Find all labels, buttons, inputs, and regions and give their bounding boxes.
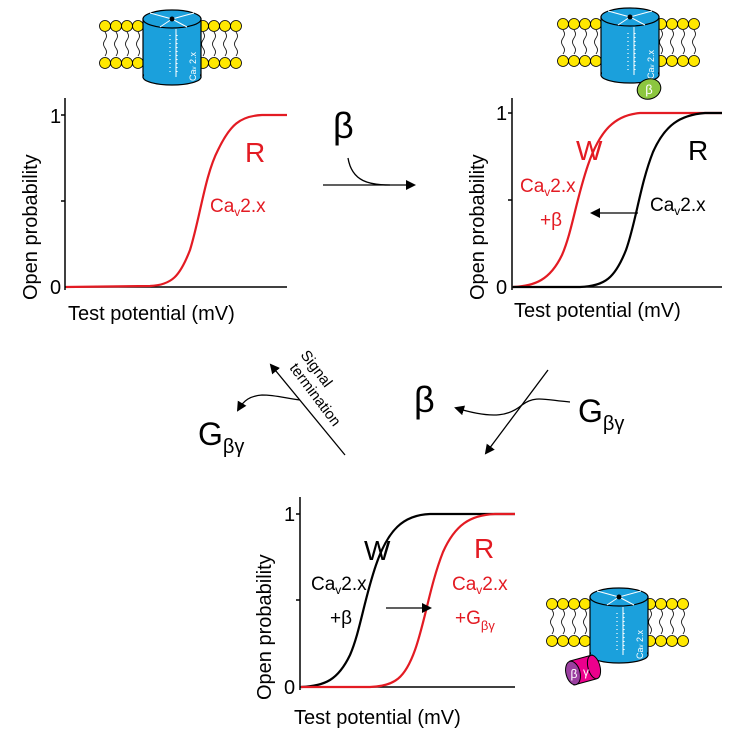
- x-axis-label: Test potential (mV): [68, 303, 235, 325]
- curve-w: [300, 512, 515, 689]
- state-label-w: W: [576, 135, 603, 166]
- state-label-r: R: [474, 533, 494, 564]
- curve-label-w-line1: Cav2.x: [311, 574, 367, 597]
- g-beta-gamma-right: Gβγ: [578, 393, 624, 435]
- y-tick-label-bottom: 0: [496, 277, 507, 299]
- panel-bottom: 1 0 Open probability Test potential (mV)…: [254, 497, 515, 729]
- curve-r: [301, 512, 515, 689]
- curve-r: [513, 111, 722, 289]
- panel-top-left: 1 0 Open probability Test potential (mV)…: [20, 98, 287, 325]
- curve-label-w-line2: +β: [330, 608, 352, 629]
- curve-label: Cav2.x: [210, 196, 266, 219]
- svg-text:γ: γ: [583, 665, 589, 679]
- g-beta-gamma-left: Gβγ: [198, 416, 244, 458]
- g-release-arrow-icon: [236, 394, 301, 412]
- channel-icon-bottom-right: Cav 2.x β γ: [546, 587, 689, 686]
- channel-label: Cav 2.x: [635, 629, 645, 659]
- channel-cylinder: Cav 2.x: [142, 9, 202, 86]
- state-label-r: R: [245, 137, 265, 168]
- curve-label-r-line2: +Gβγ: [455, 608, 495, 633]
- y-tick-label-top: 1: [50, 106, 61, 128]
- channel-cylinder: Cav 2.x: [589, 587, 649, 664]
- curve-label-r-line1: Cav2.x: [452, 574, 508, 597]
- signal-termination-arrow-icon: [269, 363, 346, 456]
- channel-icon-top-left: Cav 2.x: [99, 9, 242, 86]
- beta-gamma-subunit-icon: β γ: [565, 654, 602, 686]
- svg-text:β: β: [571, 667, 578, 681]
- y-axis-label: Open probability: [254, 554, 276, 700]
- beta-subunit-icon: β: [636, 78, 662, 100]
- channel-cylinder: Cav 2.x: [600, 7, 660, 84]
- y-axis-label: Open probability: [467, 154, 489, 300]
- y-tick-label-bottom: 0: [50, 277, 61, 299]
- curve-label-r: Cav2.x: [650, 195, 706, 218]
- curve-r: [65, 113, 287, 289]
- curve-label-w-line1: Cav2.x: [520, 176, 576, 199]
- y-tick-label-top: 1: [496, 103, 507, 125]
- svg-text:β: β: [645, 82, 652, 97]
- x-axis-label: Test potential (mV): [514, 300, 681, 322]
- g-protein-cycle: β Gβγ Gβγ Signal termination: [198, 347, 624, 458]
- beta-release-arrow-icon: [454, 398, 571, 416]
- beta-symbol: β: [333, 105, 354, 146]
- panel-top-right: 1 0 Open probability Test potential (mV)…: [467, 98, 722, 322]
- y-axis-label: Open probability: [20, 154, 42, 300]
- y-tick-label-top: 1: [284, 504, 295, 526]
- curve-w: [512, 111, 722, 289]
- beta-binding-arrow: β: [323, 105, 416, 190]
- channel-icon-top-right: Cav 2.x β: [557, 7, 700, 100]
- curve-label-w-line2: +β: [540, 210, 562, 231]
- diagonal-arrow-icon: [484, 369, 549, 455]
- channel-label: Cav 2.x: [646, 49, 656, 79]
- y-tick-label-bottom: 0: [284, 677, 295, 699]
- state-label-r: R: [688, 135, 708, 166]
- beta-symbol: β: [414, 379, 435, 420]
- x-axis-label: Test potential (mV): [294, 707, 461, 729]
- channel-label: Cav 2.x: [188, 51, 198, 81]
- state-label-w: W: [364, 535, 391, 566]
